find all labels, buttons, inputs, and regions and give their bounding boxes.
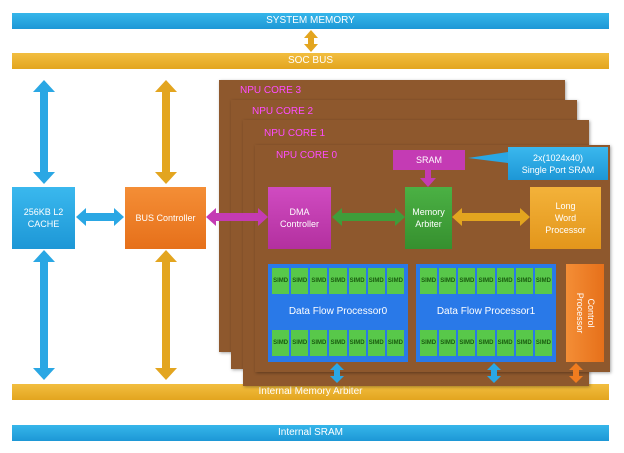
simd-unit: SIMD — [515, 330, 533, 356]
bus-controller-block: BUS Controller — [125, 187, 206, 249]
internal-sram-label: Internal SRAM — [277, 427, 344, 438]
system-memory-label: SYSTEM MEMORY — [266, 15, 355, 26]
simd-unit: SIMD — [534, 330, 552, 356]
simd-unit: SIMD — [310, 330, 328, 356]
arrow-dfp0-arbiter — [330, 363, 344, 383]
simd-unit: SIMD — [534, 268, 552, 294]
internal-memory-arbiter-bar: Internal Memory Arbiter — [12, 384, 609, 400]
simd-unit: SIMD — [386, 330, 404, 356]
dma-controller-label: DMA Controller — [279, 207, 319, 229]
arrow-l2-bus-controller — [76, 208, 124, 226]
memory-arbiter-block: Memory Arbiter — [405, 187, 452, 249]
simd-unit: SIMD — [420, 330, 438, 356]
simd-unit: SIMD — [367, 330, 385, 356]
npu-core-1-label: NPU CORE 1 — [264, 128, 326, 139]
sram-block: SRAM — [393, 150, 465, 170]
system-memory-bar: SYSTEM MEMORY — [12, 13, 609, 29]
arrow-soc-bus-controller — [155, 80, 177, 184]
long-word-processor-block: Long Word Processor — [530, 187, 601, 249]
simd-unit: SIMD — [458, 330, 476, 356]
arrow-bus-controller-arbiter — [155, 250, 177, 380]
simd-unit: SIMD — [458, 268, 476, 294]
control-processor-label: Control Processor — [575, 292, 596, 334]
simd-unit: SIMD — [477, 330, 495, 356]
simd-unit: SIMD — [329, 268, 347, 294]
arrow-dfp1-arbiter — [487, 363, 501, 383]
control-processor-block: Control Processor — [566, 264, 604, 362]
dfp0-label: Data Flow Processor0 — [288, 306, 388, 317]
long-word-processor-label: Long Word Processor — [545, 201, 586, 235]
sram-note-pointer — [468, 152, 508, 163]
simd-unit: SIMD — [291, 268, 309, 294]
sram-label: SRAM — [415, 155, 442, 165]
sram-note-callout: 2x(1024x40) Single Port SRAM — [508, 147, 608, 180]
npu-core-3-label: NPU CORE 3 — [240, 85, 302, 96]
internal-sram-bar: Internal SRAM — [12, 425, 609, 441]
simd-unit: SIMD — [515, 268, 533, 294]
simd-unit: SIMD — [291, 330, 309, 356]
arrow-control-arbiter — [569, 363, 583, 383]
simd-unit: SIMD — [310, 268, 328, 294]
internal-memory-arbiter-label: Internal Memory Arbiter — [258, 386, 363, 397]
simd-unit: SIMD — [477, 268, 495, 294]
simd-unit: SIMD — [348, 268, 366, 294]
simd-unit: SIMD — [439, 268, 457, 294]
bus-controller-label: BUS Controller — [135, 213, 196, 223]
simd-unit: SIMD — [272, 268, 290, 294]
sram-note-label: 2x(1024x40) Single Port SRAM — [521, 152, 595, 175]
simd-unit: SIMD — [496, 268, 514, 294]
simd-unit: SIMD — [367, 268, 385, 294]
arrow-system-memory-soc — [304, 30, 318, 52]
simd-unit: SIMD — [439, 330, 457, 356]
soc-bus-bar: SOC BUS — [12, 53, 609, 69]
arrow-bus-controller-dma — [206, 208, 268, 226]
simd-unit: SIMD — [496, 330, 514, 356]
arrow-dma-memory-arbiter — [332, 208, 405, 226]
dma-controller-block: DMA Controller — [268, 187, 331, 249]
simd-unit: SIMD — [420, 268, 438, 294]
soc-bus-label: SOC BUS — [287, 55, 333, 66]
memory-arbiter-label: Memory Arbiter — [412, 207, 445, 229]
arrow-sram-arbiter — [420, 170, 436, 187]
npu-core-2-label: NPU CORE 2 — [252, 106, 314, 117]
simd-unit: SIMD — [272, 330, 290, 356]
l2-cache-block: 256KB L2 CACHE — [12, 187, 75, 249]
simd-unit: SIMD — [348, 330, 366, 356]
arrow-l2-cache-arbiter — [33, 250, 55, 380]
arrow-soc-l2-cache — [33, 80, 55, 184]
simd-unit: SIMD — [386, 268, 404, 294]
l2-cache-label: 256KB L2 CACHE — [23, 207, 64, 229]
simd-unit: SIMD — [329, 330, 347, 356]
npu-core-0-label: NPU CORE 0 — [276, 150, 338, 161]
arrow-arbiter-long-word — [452, 208, 530, 226]
dfp1-label: Data Flow Processor1 — [436, 306, 536, 317]
